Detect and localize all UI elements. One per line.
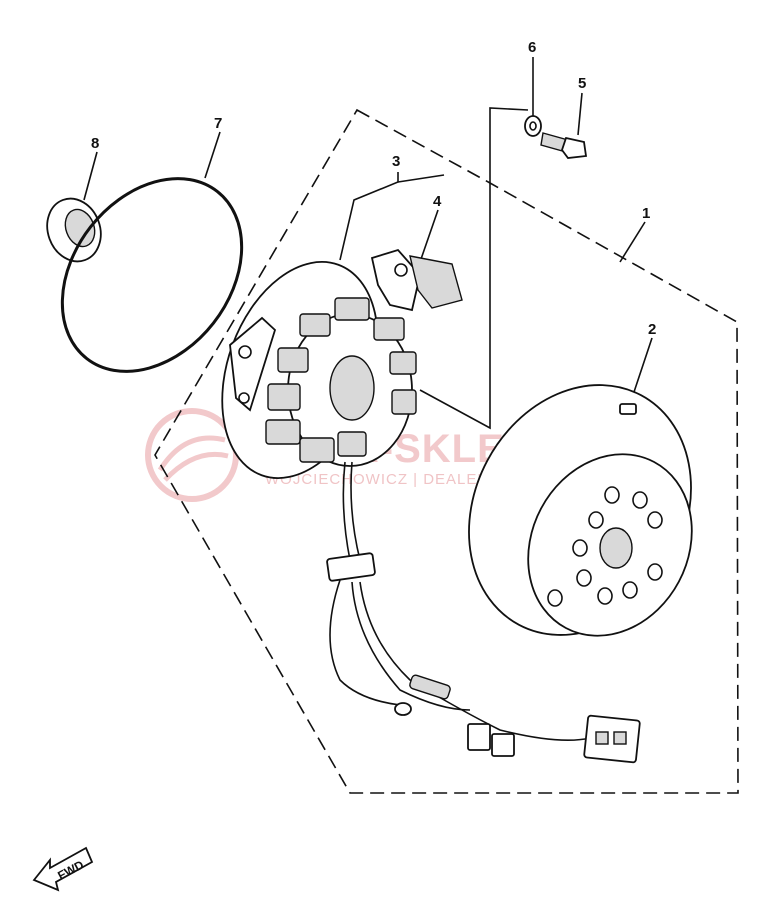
stator-assembly — [221, 261, 417, 582]
washer — [524, 115, 542, 137]
leader-1 — [619, 221, 646, 263]
leader-3b — [397, 174, 445, 183]
stator-bracket — [229, 316, 277, 412]
callout-7: 7 — [214, 115, 222, 132]
main-connector-pin — [595, 731, 609, 745]
o-ring — [60, 177, 244, 373]
pickup-coil — [370, 248, 463, 312]
forward-arrow-shape — [32, 846, 94, 892]
callout-1: 1 — [642, 205, 650, 222]
callout-2: 2 — [648, 321, 656, 338]
leader-3 — [339, 172, 399, 261]
wire — [351, 581, 471, 711]
small-connector-body — [467, 723, 491, 751]
stator-coil — [299, 313, 331, 337]
flywheel-rotor — [468, 384, 693, 637]
wire — [329, 579, 401, 706]
flywheel-hole — [604, 486, 620, 504]
stator-hub — [329, 355, 375, 421]
leader-7 — [204, 131, 221, 179]
main-connector-body — [583, 714, 641, 764]
watermark-logo-mark — [157, 435, 229, 482]
flywheel-hole — [622, 581, 638, 599]
wire-sleeve — [409, 674, 451, 700]
stator-coil — [334, 297, 370, 321]
flywheel-hole — [588, 511, 604, 529]
flywheel-key — [619, 403, 637, 415]
flywheel-hole — [576, 569, 592, 587]
main-connector — [583, 714, 641, 764]
oil-seal — [46, 197, 102, 263]
flywheel-hole — [597, 587, 613, 605]
flywheel-hole — [632, 491, 648, 509]
forward-arrow-icon: FWD — [32, 846, 94, 892]
stator-coils — [265, 297, 417, 463]
leader-8 — [83, 151, 98, 201]
callout-5: 5 — [578, 75, 586, 92]
bolt-head — [560, 136, 588, 159]
flywheel-hub — [599, 527, 633, 569]
stator-coil — [267, 383, 301, 411]
wiring — [329, 579, 641, 764]
leader-lines — [83, 57, 653, 430]
leader-5 — [577, 92, 583, 136]
stator-coil — [299, 437, 335, 463]
stator-wire-harness-2 — [350, 461, 361, 561]
small-connector — [467, 723, 515, 757]
stator-coil — [337, 431, 367, 457]
stator-wire-harness — [342, 461, 351, 561]
pickup-coil-block — [409, 255, 463, 309]
pickup-coil-body — [370, 248, 421, 312]
wire — [359, 581, 591, 742]
leader-4 — [419, 209, 439, 263]
callout-4: 4 — [433, 193, 442, 210]
washer-outer — [524, 115, 542, 137]
callout-3: 3 — [392, 153, 400, 170]
stator-coil — [277, 347, 309, 373]
callout-6: 6 — [528, 39, 536, 56]
stator-coil — [373, 317, 405, 341]
screw-axis — [419, 107, 529, 430]
small-connector-plug — [491, 733, 515, 757]
flywheel-holes — [547, 486, 663, 607]
main-connector-pin — [613, 731, 627, 745]
flywheel-hole — [572, 539, 588, 557]
stator-coil — [391, 389, 417, 415]
stator-bracket-hole-1 — [238, 345, 252, 359]
stator-grommet — [326, 552, 376, 582]
callouts: 1 2 3 4 5 6 7 8 — [91, 39, 656, 338]
flywheel-hole — [647, 511, 663, 529]
stator-coil — [265, 419, 301, 445]
washer-hole — [529, 121, 537, 131]
flywheel-hole — [547, 589, 563, 607]
pickup-coil-screw — [394, 263, 408, 277]
ground-terminal — [394, 702, 412, 716]
flywheel-hole — [647, 563, 663, 581]
bolt — [540, 132, 588, 159]
stator-coil — [389, 351, 417, 375]
callout-8: 8 — [91, 135, 99, 152]
stator-bracket-hole-2 — [238, 392, 250, 404]
